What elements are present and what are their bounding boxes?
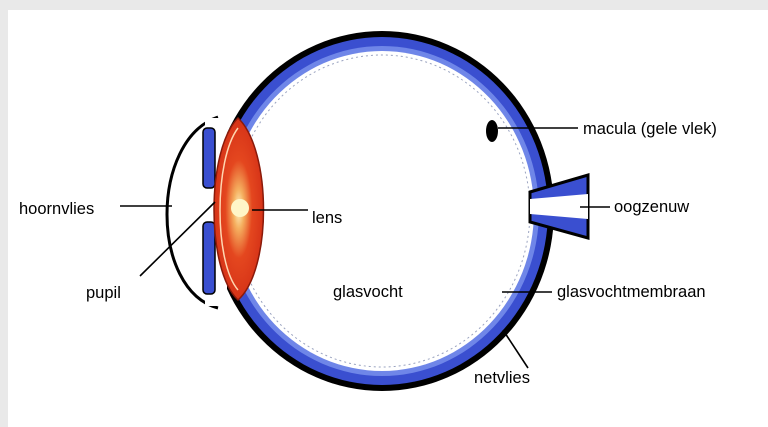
label-cornea: hoornvlies <box>19 200 94 218</box>
label-lens: lens <box>312 209 342 227</box>
label-vitreous-membrane: glasvochtmembraan <box>557 283 706 301</box>
vitreous-body <box>230 51 534 371</box>
iris-upper <box>203 128 215 188</box>
lens-highlight <box>231 199 249 217</box>
label-pupil: pupil <box>86 284 121 302</box>
macula-spot <box>486 120 498 142</box>
label-optic-nerve: oogzenuw <box>614 198 689 216</box>
label-retina: netvlies <box>474 369 530 387</box>
label-vitreous: glasvocht <box>333 283 403 301</box>
pointer-retina <box>503 330 528 368</box>
iris-lower <box>203 222 215 294</box>
label-macula: macula (gele vlek) <box>583 120 717 138</box>
